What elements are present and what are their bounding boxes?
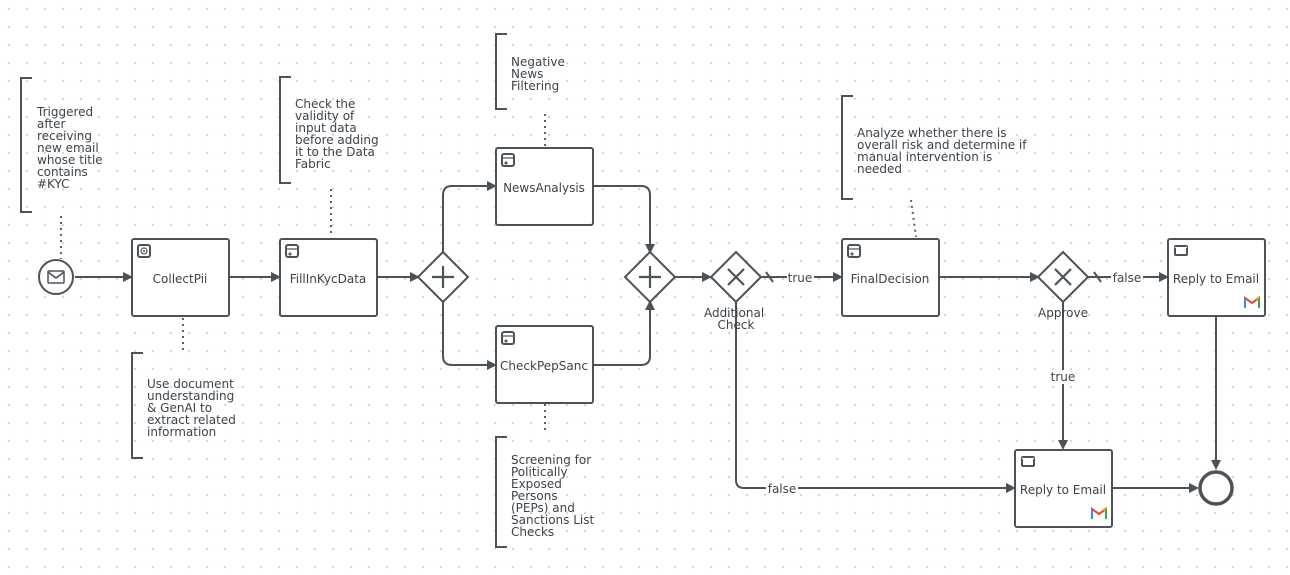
- envelope-icon: [1021, 456, 1035, 467]
- default-flow-slash: [1093, 271, 1102, 283]
- flow-label-check-true: true: [788, 271, 813, 285]
- default-flow-slash: [765, 271, 774, 283]
- gateway-approve[interactable]: [1036, 250, 1090, 304]
- task-finaldecision-label: FinalDecision: [851, 272, 930, 286]
- label-halo: [1111, 270, 1143, 284]
- task-newsanalysis-label: NewsAnalysis: [503, 181, 585, 195]
- task-checkpepsanc[interactable]: CheckPepSanc: [495, 325, 594, 404]
- end-circle-icon: [1198, 470, 1234, 506]
- annotation-analyze-text: Analyze whether there is overall risk an…: [857, 126, 1030, 176]
- plus-icon: [639, 266, 661, 288]
- label-halo: [766, 481, 798, 495]
- gateway-parallel-join[interactable]: [623, 250, 677, 304]
- flow-split-to-newsanalysis[interactable]: [442, 181, 497, 252]
- annotation-screening-text: Screening for Politically Exposed Person…: [511, 453, 598, 539]
- gmail-icon: [1244, 296, 1260, 308]
- ai-task-icon: [501, 153, 515, 167]
- annotation-validity-text: Check the validity of input data before …: [295, 97, 382, 171]
- gear-task-icon: [137, 244, 151, 258]
- association-line: [910, 199, 917, 238]
- task-reply-email-bottom[interactable]: Reply to Email: [1014, 449, 1113, 528]
- flow-checkpep-to-join[interactable]: [594, 300, 655, 366]
- annotation-document-text: Use document understanding & GenAI to ex…: [147, 377, 240, 439]
- flow-label-check-false: false: [768, 482, 797, 496]
- gateway-approve-label: Approve: [1038, 306, 1088, 320]
- gateway-additional-check-label: Additional Check: [704, 306, 768, 332]
- task-finaldecision[interactable]: FinalDecision: [841, 238, 940, 317]
- x-icon: [1054, 268, 1072, 286]
- flow-label-approve-true: true: [1051, 370, 1076, 384]
- annotation-document: Use document understanding & GenAI to ex…: [131, 352, 240, 459]
- task-newsanalysis[interactable]: NewsAnalysis: [495, 147, 594, 226]
- task-collectpii[interactable]: CollectPii: [131, 238, 230, 317]
- task-collectpii-label: CollectPii: [153, 272, 208, 286]
- ai-task-icon: [847, 244, 861, 258]
- end-event[interactable]: [1198, 470, 1234, 506]
- task-checkpepsanc-label: CheckPepSanc: [500, 359, 588, 373]
- start-event[interactable]: [38, 259, 74, 295]
- task-fillinkycdata[interactable]: FillInKycData: [279, 238, 378, 317]
- gateway-additional-check[interactable]: [709, 250, 763, 304]
- flow-split-to-checkpep[interactable]: [442, 302, 497, 370]
- task-reply-email-bottom-label: Reply to Email: [1020, 483, 1106, 497]
- x-icon: [727, 268, 745, 286]
- annotation-negative-news-text: Negative News Filtering: [511, 55, 569, 93]
- sequence-flows: [75, 181, 1221, 493]
- envelope-icon: [1174, 245, 1188, 256]
- annotation-validity: Check the validity of input data before …: [279, 76, 382, 184]
- gateway-parallel-split[interactable]: [416, 250, 470, 304]
- annotation-screening: Screening for Politically Exposed Person…: [495, 436, 598, 548]
- annotation-trigger-text: Triggered after receiving new email whos…: [36, 105, 107, 191]
- ai-task-icon: [285, 244, 299, 258]
- task-reply-email-top-label: Reply to Email: [1173, 272, 1259, 286]
- flow-label-approve-false: false: [1113, 271, 1142, 285]
- flow-check-false-to-reply-bottom[interactable]: [735, 302, 1016, 493]
- ai-task-icon: [501, 331, 515, 345]
- plus-icon: [432, 266, 454, 288]
- label-halo: [787, 270, 814, 284]
- envelope-icon: [47, 270, 65, 284]
- task-reply-email-top[interactable]: Reply to Email: [1167, 238, 1266, 317]
- gmail-icon: [1091, 507, 1107, 519]
- annotation-negative-news: Negative News Filtering: [495, 33, 569, 110]
- label-halo: [1048, 370, 1078, 384]
- annotation-analyze: Analyze whether there is overall risk an…: [841, 95, 1030, 200]
- annotation-trigger: Triggered after receiving new email whos…: [20, 77, 107, 213]
- task-fillinkycdata-label: FillInKycData: [290, 272, 367, 286]
- flow-newsanalysis-to-join[interactable]: [594, 185, 655, 254]
